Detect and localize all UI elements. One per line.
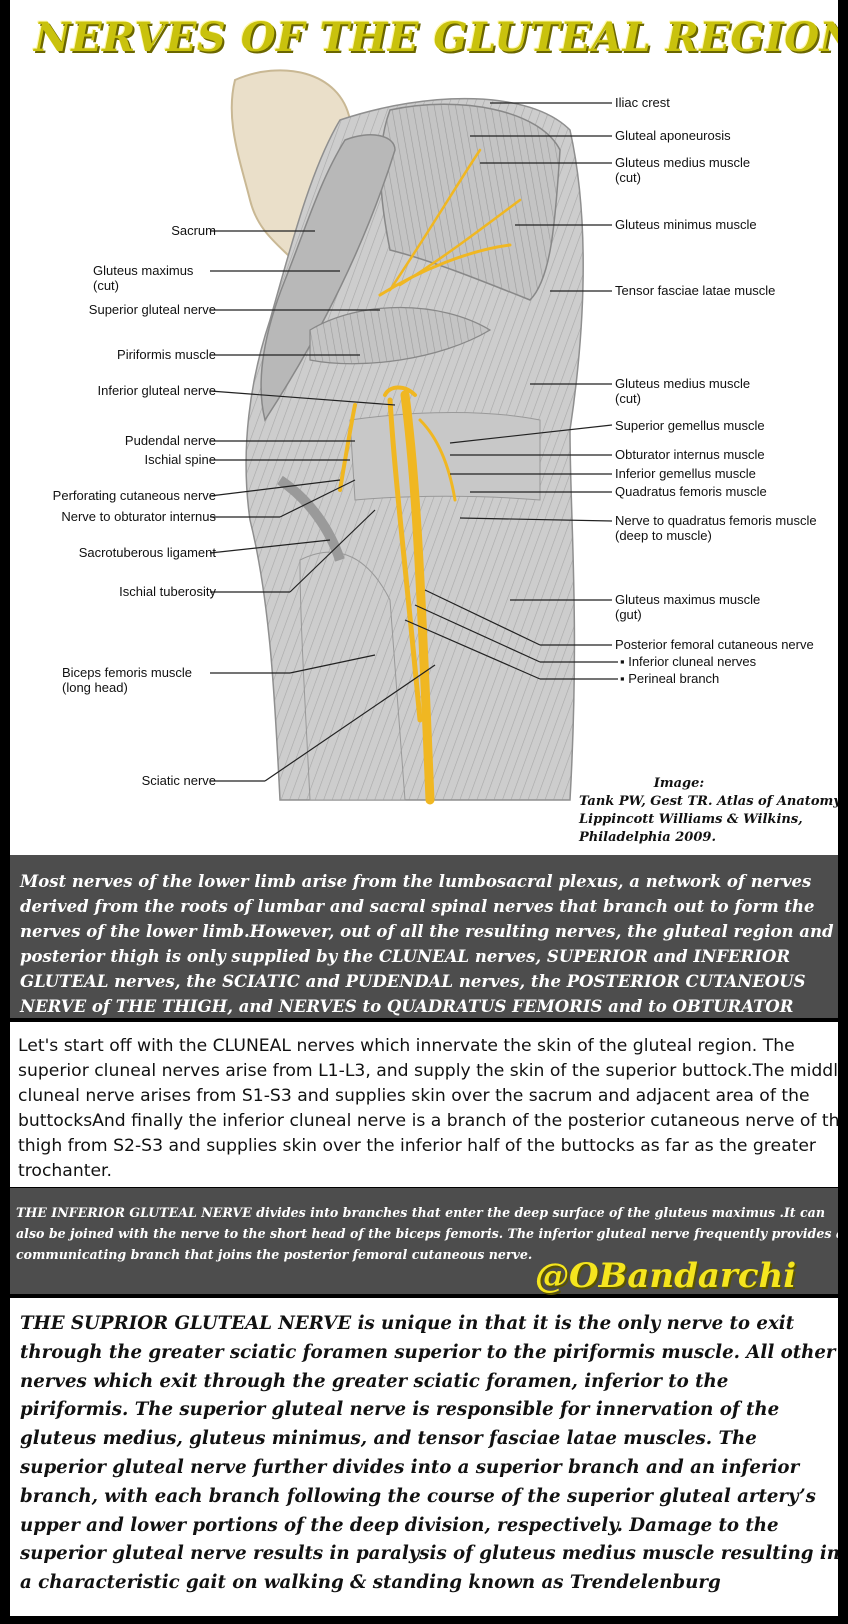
label-biceps-femoris-long-head: Biceps femoris muscle (long head) [62, 665, 193, 695]
label-sciatic-nerve: Sciatic nerve [141, 773, 216, 788]
pudendal-nerve-path [338, 403, 357, 492]
intro-panel: Most nerves of the lower limb arise from… [10, 855, 838, 1018]
label-ischial-spine: Ischial spine [144, 452, 216, 467]
label-perineal-branch: ▪ Perineal branch [620, 671, 720, 686]
label-inferior-cluneal-nerves: ▪ Inferior cluneal nerves [620, 654, 757, 669]
author-handle: @OBandarchi [535, 1256, 797, 1296]
left-leader-lines [209, 230, 436, 782]
piriformis-muscle [309, 306, 492, 365]
intro-text: Most nerves of the lower limb arise from… [20, 872, 834, 1016]
superior-gluteal-nerve-path [378, 243, 512, 297]
page-title: NERVES OF THE GLUTEAL REGION [34, 14, 838, 61]
inferior-gluteal-nerve-path [383, 385, 417, 397]
superior-gluteal-text: THE SUPRIOR GLUTEAL NERVE is unique in t… [20, 1313, 838, 1594]
label-inferior-gluteal-nerve: Inferior gluteal nerve [97, 383, 216, 398]
credit-heading: Image: [653, 776, 705, 791]
superior-gluteal-panel: THE SUPRIOR GLUTEAL NERVE is unique in t… [10, 1298, 838, 1616]
label-obturator-internus: Obturator internus muscle [615, 447, 765, 462]
label-inferior-gemellus: Inferior gemellus muscle [615, 466, 756, 481]
label-quadratus-femoris: Quadratus femoris muscle [615, 484, 767, 499]
anatomy-figure-panel: NERVES OF THE GLUTEAL REGION Sacrum Glut… [10, 0, 838, 855]
sciatic-nerve-path [400, 390, 435, 805]
gluteal-anatomy-illustration [209, 69, 618, 805]
label-perforating-cutaneous-nerve: Perforating cutaneous nerve [52, 488, 216, 503]
label-piriformis-muscle: Piriformis muscle [117, 347, 216, 362]
label-gluteus-maximus-cut: Gluteus maximus (cut) [93, 263, 194, 293]
label-sacrum: Sacrum [171, 223, 216, 238]
label-superior-gluteal-nerve: Superior gluteal nerve [88, 302, 216, 317]
image-credit: Image: Tank PW, Gest TR. Atlas of Anatom… [579, 775, 838, 847]
label-posterior-femoral-cutaneous-nerve: Posterior femoral cutaneous nerve [615, 637, 814, 652]
gemelli-muscles [349, 412, 541, 501]
label-gluteus-maximus-gut: Gluteus maximus muscle (gut) [615, 592, 761, 622]
label-tensor-fasciae-latae: Tensor fasciae latae muscle [615, 283, 776, 298]
credit-citation: Tank PW, Gest TR. Atlas of Anatomy, Lipp… [579, 794, 838, 845]
label-ischial-tuberosity: Ischial tuberosity [119, 584, 216, 599]
label-nerve-to-quadratus-femoris: Nerve to quadratus femoris muscle (deep … [615, 513, 817, 543]
label-nerve-to-obturator-internus: Nerve to obturator internus [61, 509, 216, 524]
label-pudendal-nerve: Pudendal nerve [124, 433, 216, 448]
cluneal-nerves-panel: Let's start off with the CLUNEAL nerves … [10, 1022, 838, 1187]
posterior-femoral-cutaneous-nerve-path [387, 397, 423, 723]
inferior-gluteal-panel: THE INFERIOR GLUTEAL NERVE divides into … [10, 1188, 838, 1294]
label-gluteal-aponeurosis: Gluteal aponeurosis [615, 128, 731, 143]
nerves-group [338, 148, 522, 805]
label-gluteus-minimus-muscle: Gluteus minimus muscle [615, 217, 757, 232]
gluteus-medius-muscle [379, 103, 561, 301]
label-gluteus-medius-cut-upper: Gluteus medius muscle (cut) [615, 155, 751, 185]
nerve-to-quadratus-femoris-path [418, 418, 457, 502]
label-superior-gemellus: Superior gemellus muscle [615, 418, 765, 433]
label-sacrotuberous-ligament: Sacrotuberous ligament [78, 545, 216, 560]
label-gluteus-medius-cut-lower: Gluteus medius muscle (cut) [615, 376, 751, 406]
right-leader-lines [404, 102, 618, 680]
inferior-gluteal-text: THE INFERIOR GLUTEAL NERVE divides into … [16, 1205, 838, 1262]
cluneal-text: Let's start off with the CLUNEAL nerves … [18, 1036, 838, 1181]
label-iliac-crest: Iliac crest [615, 95, 670, 110]
gluteus-maximus-cut [260, 134, 396, 422]
